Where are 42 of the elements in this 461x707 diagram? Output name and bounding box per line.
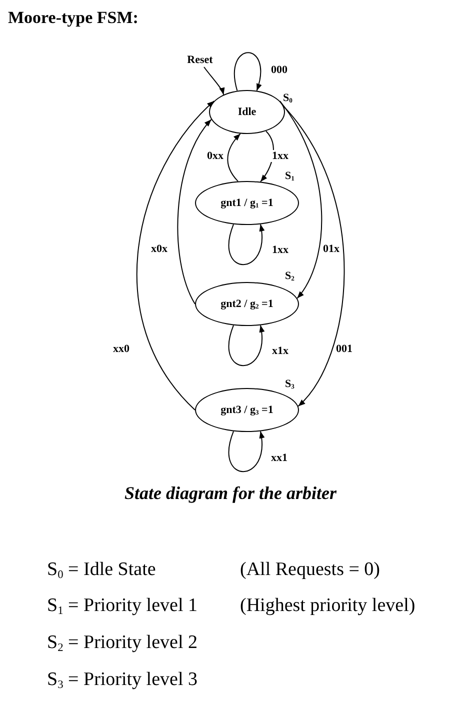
self-loop-arrow xyxy=(234,52,262,92)
self-loop-arrow xyxy=(228,430,264,472)
state-name: gnt1 / g$_{1}$ =1 xyxy=(220,196,274,210)
state-id: S$_{1}$ xyxy=(285,170,294,185)
transition-arrow xyxy=(279,100,322,299)
table-text: S$_{3}$ = Priority level 3 xyxy=(47,669,198,693)
state-id: S$_{0}$ xyxy=(283,92,292,107)
state-ellipse xyxy=(195,181,299,225)
state-ellipse xyxy=(195,282,299,326)
transition-arrow xyxy=(227,133,241,182)
edge-label: 000 xyxy=(270,64,288,76)
transition-arrow xyxy=(283,106,345,407)
transition-arrow xyxy=(177,119,212,304)
table-text: S$_{0}$ = Idle State xyxy=(47,559,156,583)
edge-label: x1x xyxy=(271,345,290,357)
transition-arrow xyxy=(204,66,224,96)
state-name: gnt3 / g$_{3}$ =1 xyxy=(220,404,274,416)
self-loop-arrow xyxy=(228,224,264,266)
edge-label: 01x xyxy=(322,243,340,255)
state-id: S$_{2}$ xyxy=(285,270,294,285)
state-id: S$_{3}$ xyxy=(285,378,294,393)
transition-arrow xyxy=(136,100,215,410)
edge-label: 0xx xyxy=(206,150,224,162)
state-ellipse xyxy=(195,388,299,432)
self-loop-arrow xyxy=(228,324,264,366)
state-ellipse xyxy=(209,90,285,134)
edge-label: xx1 xyxy=(270,452,288,464)
edge-label: 1xx xyxy=(271,244,290,256)
edge-label: xx0 xyxy=(112,343,130,355)
caption: State diagram for the arbiter xyxy=(123,483,338,504)
state-name: gnt2 / g$_{2}$ =1 xyxy=(220,298,274,310)
edge-label: x0x xyxy=(150,243,168,255)
table-text: S$_{2}$ = Priority level 2 xyxy=(47,632,198,656)
table-text: S$_{1}$ = Priority level 1 xyxy=(47,595,198,619)
table-text: (All Requests = 0) xyxy=(240,559,380,581)
edge-label: 001 xyxy=(335,343,354,355)
title: Moore-type FSM: xyxy=(8,8,138,28)
transition-arrow xyxy=(260,130,274,182)
state-name: Idle xyxy=(238,106,256,118)
state-label: Reset xyxy=(182,54,218,67)
edge-label: 1xx xyxy=(271,150,290,162)
table-text: (Highest priority level) xyxy=(240,595,416,617)
